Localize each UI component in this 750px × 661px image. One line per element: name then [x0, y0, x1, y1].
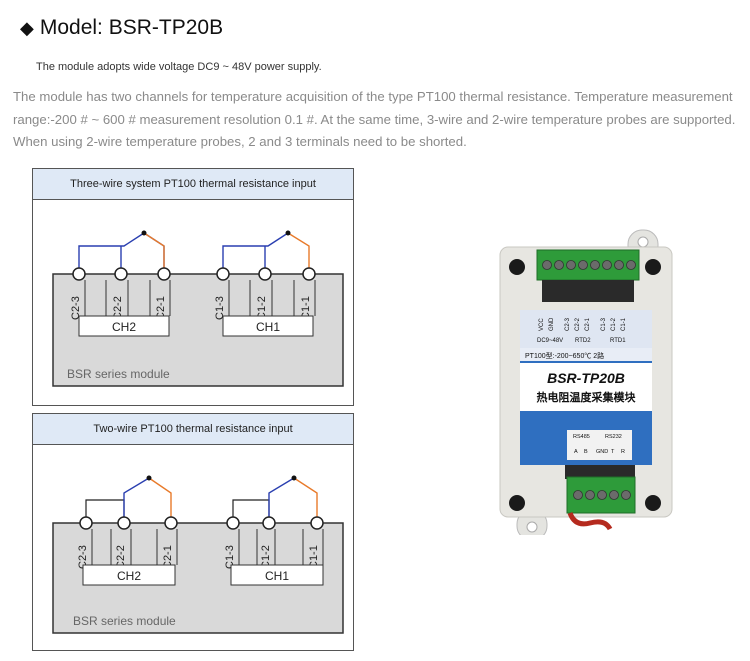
terminal-label: C1-2 [260, 545, 272, 569]
device-terminal-label: GND [549, 317, 555, 331]
model-heading: ◆Model: BSR-TP20B [20, 16, 223, 40]
terminal-label: C2-3 [77, 545, 89, 569]
terminal-label: C2-2 [112, 296, 124, 320]
rtd1-label: RTD1 [610, 338, 626, 344]
device-terminal-label: VCC [539, 318, 545, 331]
three-wire-wiring-diagram: C2-3 C2-2 C2-1 C1-3 C1-2 C1-1 CH2 CH1 BS… [52, 230, 344, 387]
channel-label-ch2: CH2 [112, 320, 136, 334]
power-range-label: DC9~48V [537, 338, 563, 344]
channel-label-ch2: CH2 [117, 569, 141, 583]
device-bottom-terminal-label: A [574, 449, 578, 455]
two-wire-diagram: Two-wire PT100 thermal resistance input … [32, 413, 354, 651]
rs232-label: RS232 [605, 434, 622, 440]
device-name-cn: 热电阻温度采集模块 [537, 390, 637, 404]
device-model: BSR-TP20B [547, 370, 625, 386]
device-bottom-terminal-label: GND [596, 449, 608, 455]
three-wire-title: Three-wire system PT100 thermal resistan… [33, 169, 353, 200]
channel-label-ch1: CH1 [256, 320, 280, 334]
device-terminal-label: C1-3 [601, 317, 607, 331]
terminal-label: C1-3 [224, 545, 236, 569]
terminal-label: C1-2 [256, 296, 268, 320]
device-bottom-terminal-label: T [611, 449, 615, 455]
rs485-label: RS485 [573, 434, 590, 440]
terminal-label: C1-1 [300, 296, 312, 320]
bsr-tp20b-device-illustration: VCC GND C2-3 C2-2 C2-1 C1-3 C1-2 C1-1 DC… [499, 229, 673, 541]
device-bottom-terminal-label: R [621, 449, 625, 455]
model-title: Model: BSR-TP20B [39, 16, 224, 39]
device-bottom-terminal-label: B [584, 449, 588, 455]
terminal-label: C2-2 [115, 545, 127, 569]
terminal-label: C1-1 [308, 545, 320, 569]
terminal-label: C2-1 [162, 545, 174, 569]
power-supply-note: The module adopts wide voltage DC9 ~ 48V… [36, 61, 322, 73]
two-wire-title: Two-wire PT100 thermal resistance input [33, 414, 353, 445]
diamond-bullet-icon: ◆ [20, 18, 34, 38]
rtd2-label: RTD2 [575, 338, 591, 344]
device-terminal-label: C1-2 [611, 317, 617, 331]
module-description: The module has two channels for temperat… [13, 89, 736, 149]
module-label: BSR series module [73, 614, 176, 628]
device-spec: PT100型:-200~650℃ 2路 [525, 351, 604, 360]
device-terminal-label: C2-1 [585, 317, 591, 331]
device-terminal-label: C2-3 [565, 317, 571, 331]
device-terminal-label: C2-2 [575, 317, 581, 331]
two-wire-wiring-diagram: C2-3 C2-2 C2-1 C1-3 C1-2 C1-1 CH2 CH1 BS… [52, 475, 344, 634]
module-label: BSR series module [67, 367, 170, 381]
terminal-label: C2-1 [155, 296, 167, 320]
terminal-label: C2-3 [70, 296, 82, 320]
device-photo: VCC GND C2-3 C2-2 C2-1 C1-3 C1-2 C1-1 DC… [495, 225, 675, 541]
channel-label-ch1: CH1 [265, 569, 289, 583]
terminal-label: C1-3 [214, 296, 226, 320]
device-terminal-label: C1-1 [621, 317, 627, 331]
three-wire-diagram: Three-wire system PT100 thermal resistan… [32, 168, 354, 406]
